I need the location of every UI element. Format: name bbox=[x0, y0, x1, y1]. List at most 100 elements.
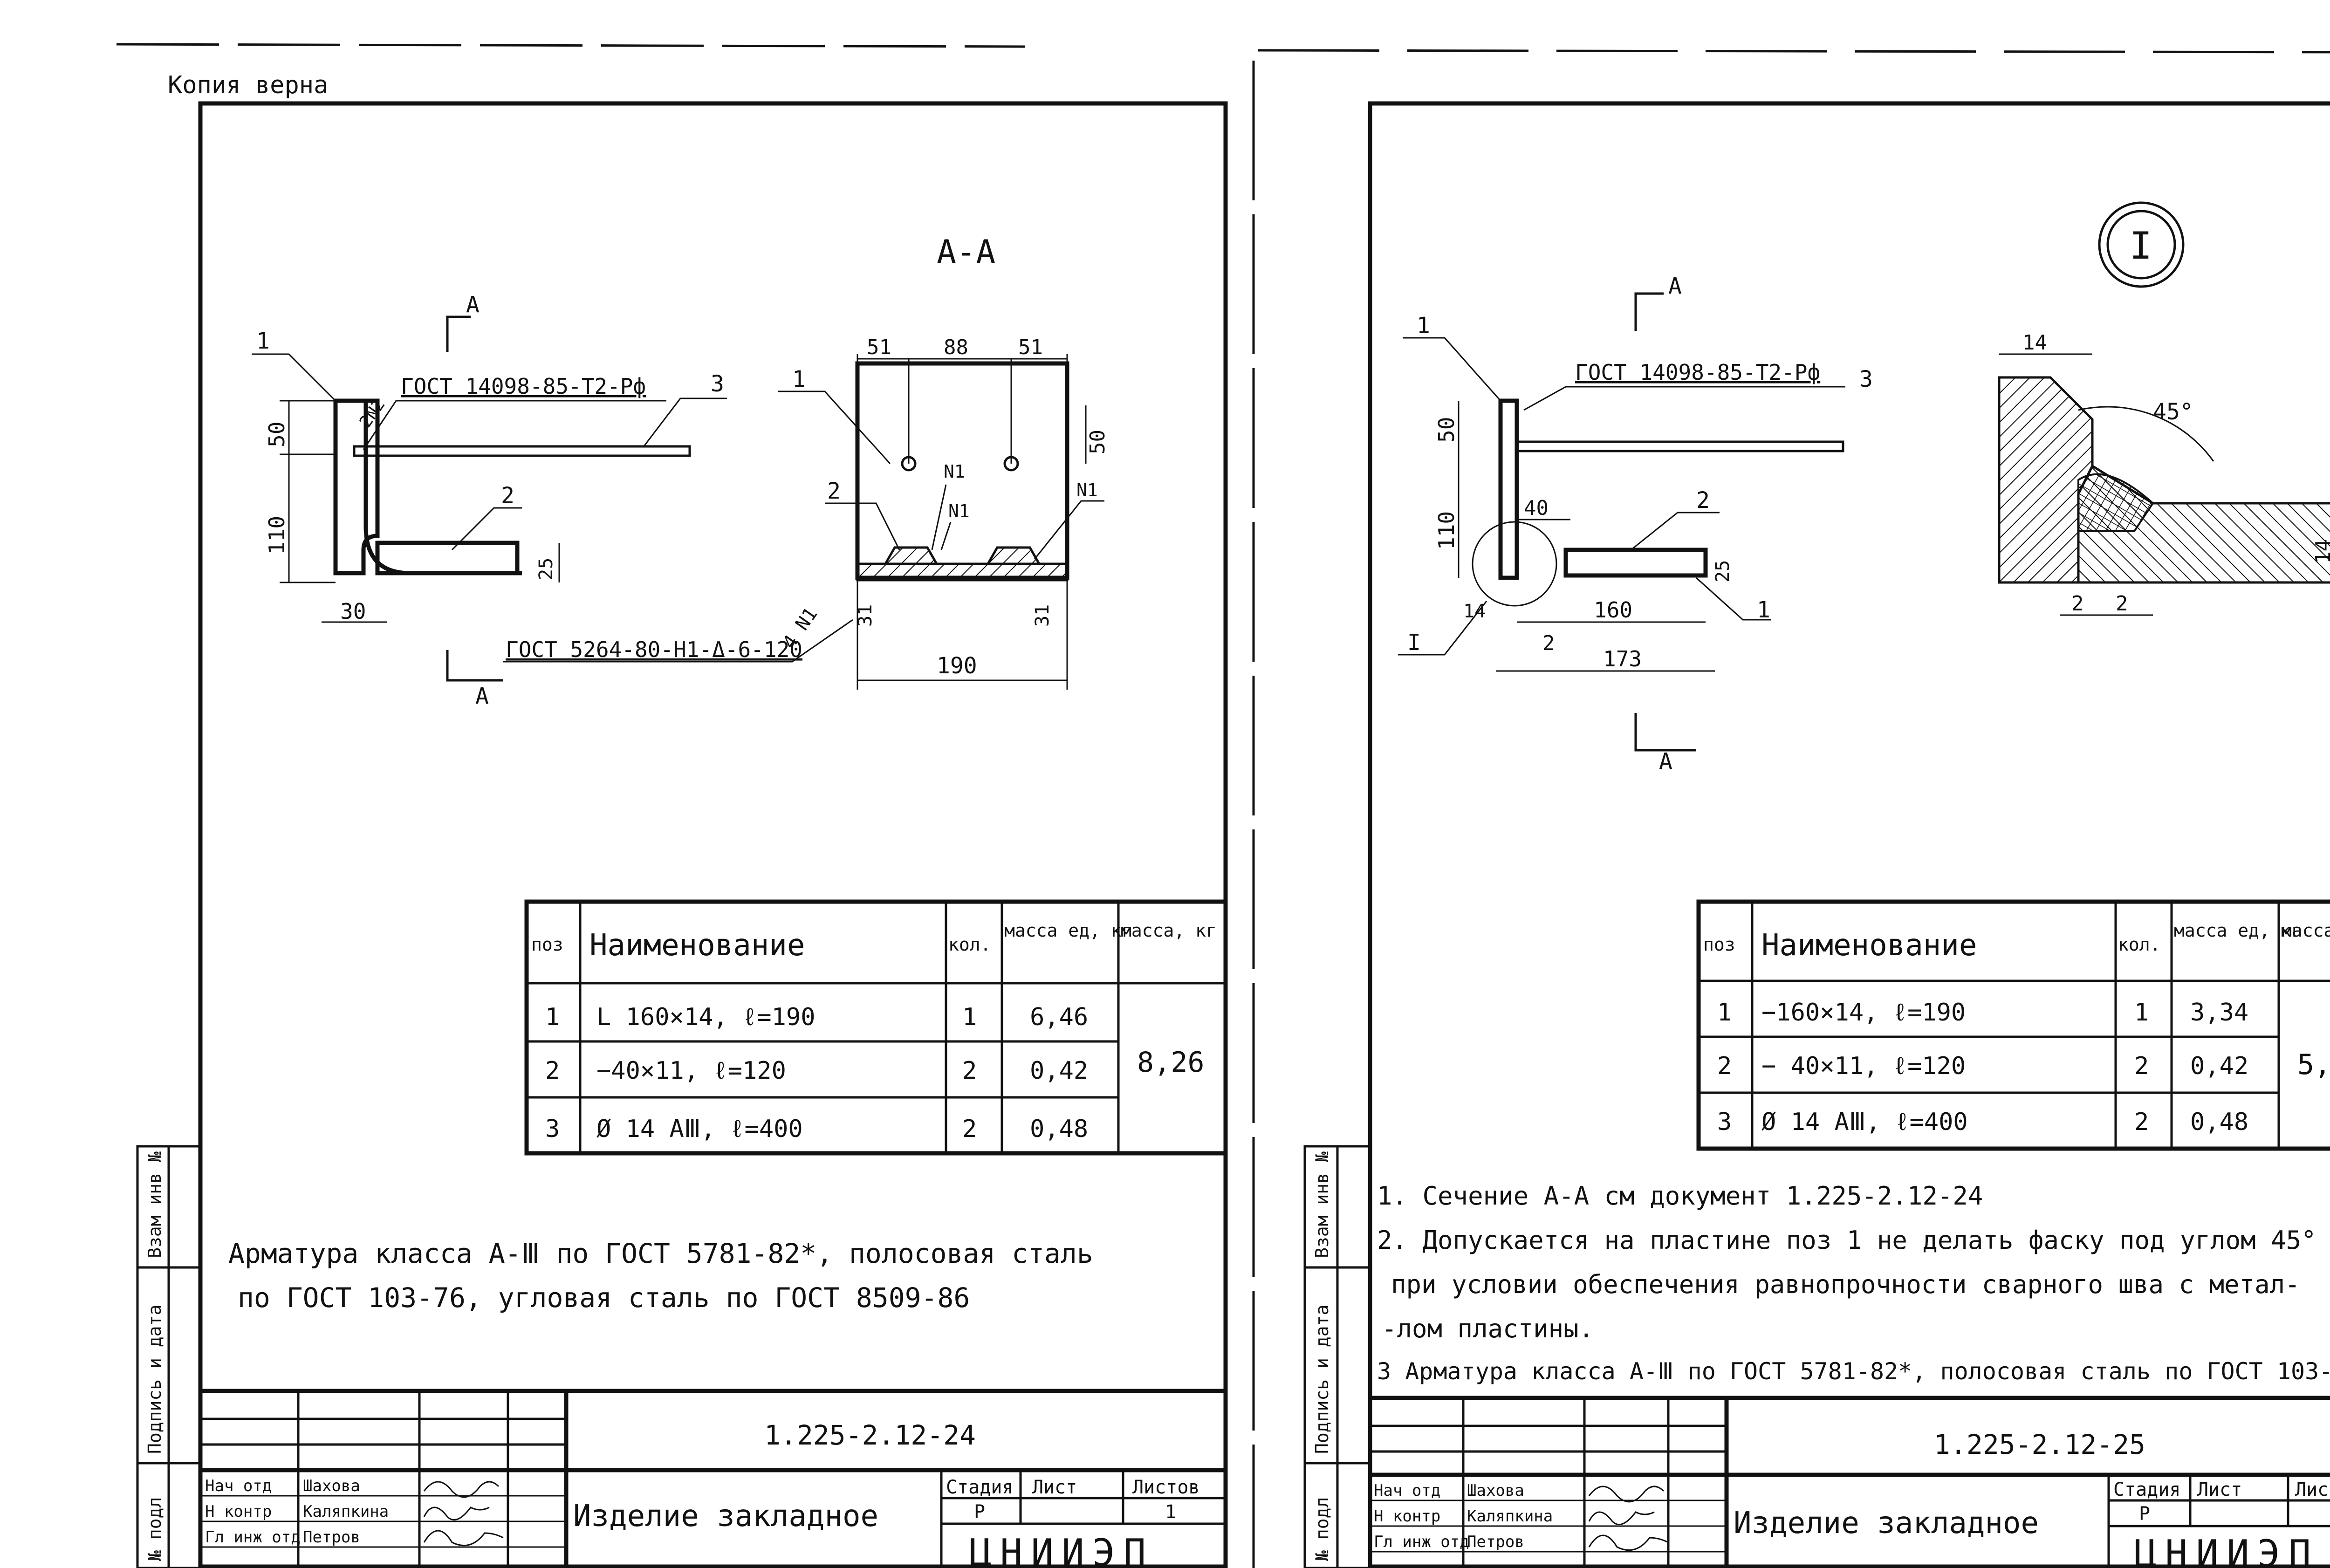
dim-14-right: 14 bbox=[2311, 539, 2330, 564]
signature-1-2 bbox=[423, 1506, 490, 1521]
spec-table-2: поз Наименование кол. масса ед, кг масса… bbox=[1696, 899, 2330, 1151]
gost-rebar-2: ГОСТ 14098-85-Т2-Рф bbox=[1575, 360, 1820, 385]
name-2-3: Петров bbox=[1467, 1533, 1524, 1551]
pos-1-label-2: 1 bbox=[1417, 313, 1430, 339]
dim-30: 30 bbox=[340, 599, 366, 624]
row2-name-2: − 40×11, ℓ=120 bbox=[1761, 1052, 1966, 1080]
sheet-2: Взам инв № Подпись и дата № подл I А 1 Г… bbox=[1303, 101, 2330, 1568]
dim-190: 190 bbox=[937, 653, 977, 679]
row3-pos-2: 3 bbox=[1717, 1108, 1732, 1136]
signature-1-3 bbox=[423, 1530, 504, 1547]
dim-173-2: 173 bbox=[1603, 646, 1642, 671]
stamp-sheets-h-2: Листов bbox=[2295, 1479, 2330, 1500]
row2-name: −40×11, ℓ=120 bbox=[596, 1057, 786, 1085]
cut-mark-bottom: А bbox=[475, 683, 489, 709]
dim-50-2: 50 bbox=[1434, 417, 1459, 443]
th-mass: масса, кг bbox=[1121, 920, 1217, 941]
dim-31a: 31 bbox=[855, 604, 876, 627]
side-label-orig-2: № подл bbox=[1312, 1497, 1332, 1561]
pos-1b-label-2: 1 bbox=[1757, 597, 1770, 623]
title-1: Изделие закладное bbox=[573, 1499, 878, 1534]
row2-pos-2: 2 bbox=[1717, 1052, 1732, 1080]
pos-3-label: 3 bbox=[711, 371, 724, 397]
side-label-inv: Взам инв № bbox=[144, 1151, 165, 1258]
role-2-3: Гл инж отд bbox=[1374, 1533, 1469, 1551]
dim-14-2: 14 bbox=[1463, 601, 1486, 622]
row3-mass: 0,48 bbox=[1030, 1115, 1088, 1143]
detail-circle-2 bbox=[1472, 521, 1557, 607]
total-mass-2: 5,14 bbox=[2297, 1048, 2330, 1081]
row2-qty-2: 2 bbox=[2134, 1052, 2149, 1080]
detail-mark: I bbox=[2130, 224, 2152, 267]
section-label: А-А bbox=[937, 233, 995, 271]
note-1-line-1: Арматура класса А-Ⅲ по ГОСТ 5781-82*, по… bbox=[228, 1238, 1093, 1269]
stamp-stage-2: Р bbox=[2139, 1503, 2150, 1525]
row3-pos: 3 bbox=[545, 1115, 560, 1143]
th-name-2: Наименование bbox=[1761, 928, 1977, 963]
note-2-line-5: 3 Арматура класса А-Ⅲ по ГОСТ 5781-82*, … bbox=[1377, 1358, 2330, 1385]
th-pos-2: поз bbox=[1703, 934, 1735, 955]
gost-rebar-1: ГОСТ 14098-85-Т2-Рф bbox=[401, 374, 646, 399]
doc-code-1: 1.225-2.12-24 bbox=[764, 1419, 976, 1451]
th-mass-unit-2: масса ед, кг bbox=[2174, 920, 2302, 941]
th-name: Наименование bbox=[589, 928, 805, 963]
stamp-org-1: ЦНИИЭП bbox=[969, 1531, 1154, 1568]
row3-name: Ø 14 АⅢ, ℓ=400 bbox=[596, 1115, 803, 1143]
row2-qty: 2 bbox=[962, 1057, 977, 1085]
dim-51b: 51 bbox=[1018, 336, 1043, 359]
dim-40-2: 40 bbox=[1524, 496, 1549, 520]
title-block-1: 1.225-2.12-24 Изделие закладное Стадия Л… bbox=[200, 1389, 1226, 1568]
gost-weld-1: ГОСТ 5264-80-Н1-Δ-6-120 bbox=[506, 637, 802, 662]
detail-view-I: 45° 14 14 2 2 bbox=[1998, 331, 2330, 616]
title-block-2: 1.225-2.12-25 Изделие закладное Стадия Л… bbox=[1370, 1396, 2330, 1568]
note-1-line-2: по ГОСТ 103-76, угловая сталь по ГОСТ 85… bbox=[238, 1282, 970, 1314]
signature-2-3 bbox=[1588, 1534, 1669, 1551]
title-2: Изделие закладное bbox=[1734, 1506, 2039, 1541]
name-1-1: Шахова bbox=[303, 1477, 360, 1495]
section-a-a: А-А 51 88 51 50 190 31 31 1 bbox=[778, 233, 1110, 690]
plate-1-2 bbox=[1498, 398, 1519, 580]
cut-mark-bottom-2: А bbox=[1659, 748, 1672, 774]
name-2-2: Каляпкина bbox=[1467, 1507, 1553, 1526]
row2-mass: 0,42 bbox=[1030, 1057, 1088, 1085]
note-2-line-2: 2. Допускается на пластине поз 1 не дела… bbox=[1377, 1226, 2316, 1255]
row1-pos-2: 1 bbox=[1717, 999, 1732, 1027]
signature-2-2 bbox=[1588, 1511, 1655, 1526]
signature-1-1 bbox=[423, 1481, 500, 1498]
cut-mark-top: А bbox=[466, 292, 480, 318]
dim-110-2: 110 bbox=[1434, 511, 1459, 550]
elevation-view-2: А 1 ГОСТ 14098-85-Т2-Рф 3 2 1 50 110 40 … bbox=[1398, 273, 1873, 774]
name-1-3: Петров bbox=[303, 1528, 360, 1547]
stamp-org-2: ЦНИИЭП bbox=[2134, 1532, 2319, 1568]
stamp-sheet-1: 1 bbox=[1165, 1501, 1176, 1523]
row1-mass: 6,46 bbox=[1030, 1003, 1088, 1031]
th-mass-unit: масса ед, кг bbox=[1004, 920, 1132, 941]
dim-51a: 51 bbox=[867, 336, 891, 359]
dim-2-b: 2 bbox=[2116, 592, 2128, 616]
stamp-sheets-h-1: Листов bbox=[1132, 1477, 1200, 1498]
row1-name: L 160×14, ℓ=190 bbox=[596, 1003, 816, 1031]
dim-25-2: 25 bbox=[1712, 560, 1734, 582]
side-label-sign: Подпись и дата bbox=[144, 1305, 165, 1454]
side-label-orig: № подл bbox=[144, 1497, 165, 1561]
row1-qty: 1 bbox=[962, 1003, 977, 1031]
cut-mark-top-2: А bbox=[1668, 273, 1682, 299]
side-label-inv-2: Взам инв № bbox=[1312, 1151, 1332, 1258]
pos-2-label-2: 2 bbox=[1696, 487, 1710, 514]
stamp-stage-1: Р bbox=[974, 1501, 985, 1523]
row3-qty: 2 bbox=[962, 1115, 977, 1143]
stamp-stage-h-2: Стадия bbox=[2113, 1479, 2181, 1500]
sheet-2-frame bbox=[1368, 101, 2330, 1568]
row1-name-2: −160×14, ℓ=190 bbox=[1761, 999, 1966, 1027]
name-2-1: Шахова bbox=[1467, 1481, 1524, 1500]
row3-name-2: Ø 14 АⅢ, ℓ=400 bbox=[1761, 1108, 1968, 1136]
row2-pos: 2 bbox=[545, 1057, 560, 1085]
note-2-line-3: при условии обеспечения равнопрочности с… bbox=[1391, 1270, 2300, 1299]
note-2-line-1: 1. Сечение А-А см документ 1.225-2.12-24 bbox=[1377, 1181, 1983, 1211]
detail-ref-label: I bbox=[1407, 630, 1421, 656]
total-mass: 8,26 bbox=[1137, 1046, 1205, 1079]
role-1-1: Нач отд bbox=[205, 1477, 272, 1495]
dim-31b: 31 bbox=[1032, 604, 1053, 627]
side-strip-1: Взам инв № Подпись и дата № подл bbox=[136, 1145, 202, 1568]
